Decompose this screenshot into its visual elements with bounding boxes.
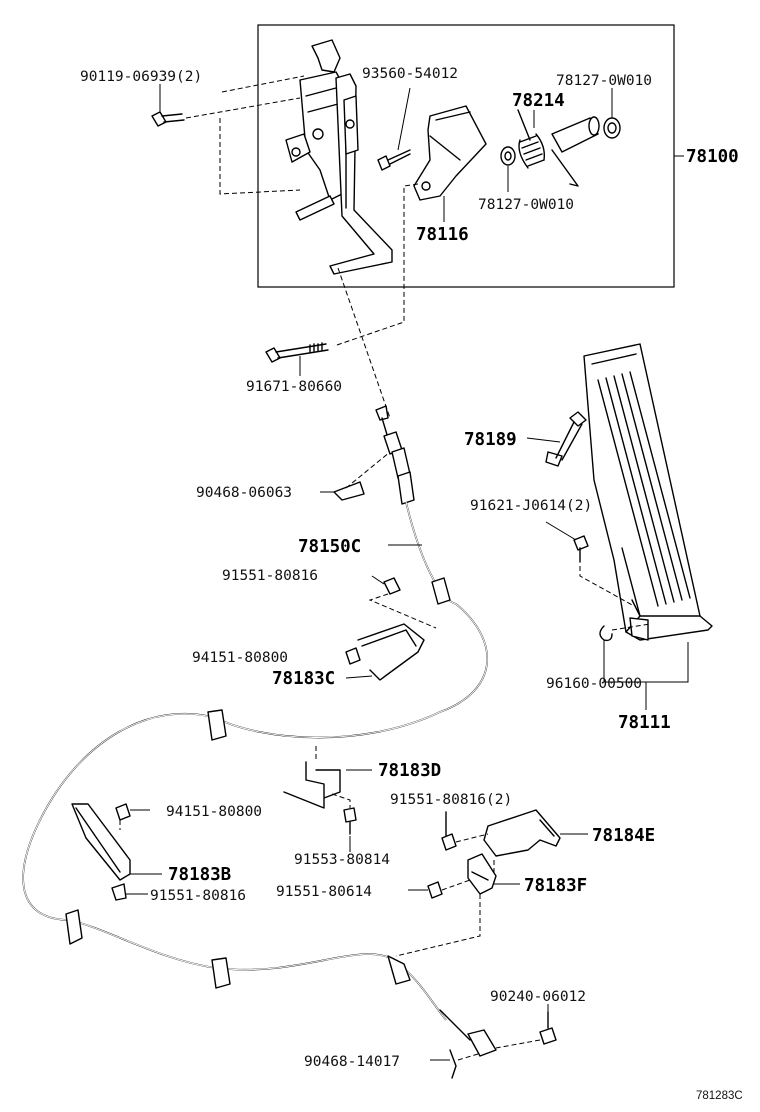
top-bolt-illustration xyxy=(151,75,305,195)
pedal-illustration xyxy=(583,343,713,641)
bracket-e-illustration xyxy=(441,809,588,876)
cable-clip-illustration xyxy=(320,451,391,501)
e-ring-illustration xyxy=(599,623,689,710)
label-assembly: 78100 xyxy=(686,147,739,167)
label-bolt-c: 91553-80814 xyxy=(294,852,390,868)
stopper-illustration xyxy=(526,411,587,467)
label-bracket-e: 78184E xyxy=(592,826,655,846)
label-bracket-d: 78183D xyxy=(378,761,441,781)
screw-illustration xyxy=(377,87,411,171)
bracket-c-illustration xyxy=(345,623,425,681)
spring-set-illustration xyxy=(500,88,621,192)
label-bolt-d: 91551-80816 xyxy=(150,888,246,904)
label-screw: 93560-54012 xyxy=(362,66,458,82)
label-nut-b: 94151-80800 xyxy=(166,804,262,820)
label-bracket-b: 78183B xyxy=(168,865,231,885)
label-bolt-b: 91551-80816(2) xyxy=(390,792,512,808)
label-nut-a: 94151-80800 xyxy=(192,650,288,666)
cable-illustration xyxy=(22,405,497,1057)
label-pedal: 78111 xyxy=(618,713,671,733)
bolt-c-illustration xyxy=(343,807,357,852)
long-bolt-illustration xyxy=(265,342,329,376)
drawing-reference: 781283C xyxy=(696,1090,743,1102)
label-e-ring: 96160-00500 xyxy=(546,676,642,692)
label-bolt-e: 91551-80614 xyxy=(276,884,372,900)
pin-illustration xyxy=(495,1004,557,1049)
label-pin: 90240-06012 xyxy=(490,989,586,1005)
pedal-bolt-illustration xyxy=(545,521,635,607)
label-spring: 78214 xyxy=(512,91,565,111)
label-bolt-top: 90119-06939(2) xyxy=(80,69,202,85)
label-bushing-top: 78127-0W010 xyxy=(556,73,652,89)
pedal-arm-illustration xyxy=(285,39,393,275)
label-bracket-c: 78183C xyxy=(272,669,335,689)
label-cable: 78150C xyxy=(298,537,361,557)
label-lever: 78116 xyxy=(416,225,469,245)
label-cable-clip: 90468-06063 xyxy=(196,485,292,501)
bracket-f-illustration xyxy=(395,853,520,957)
bracket-b-illustration xyxy=(71,803,162,901)
label-long-bolt: 91671-80660 xyxy=(246,379,342,395)
lever-illustration xyxy=(413,105,487,222)
label-end-clip: 90468-14017 xyxy=(304,1054,400,1070)
bolt-a-illustration xyxy=(368,575,437,629)
label-pedal-bolt: 91621-J0614(2) xyxy=(470,498,592,514)
end-clip-illustration xyxy=(430,1049,479,1079)
label-bushing-bottom: 78127-0W010 xyxy=(478,197,574,213)
label-stopper: 78189 xyxy=(464,430,517,450)
bracket-d-illustration xyxy=(283,746,372,809)
label-bolt-a: 91551-80816 xyxy=(222,568,318,584)
label-bracket-f: 78183F xyxy=(524,876,587,896)
